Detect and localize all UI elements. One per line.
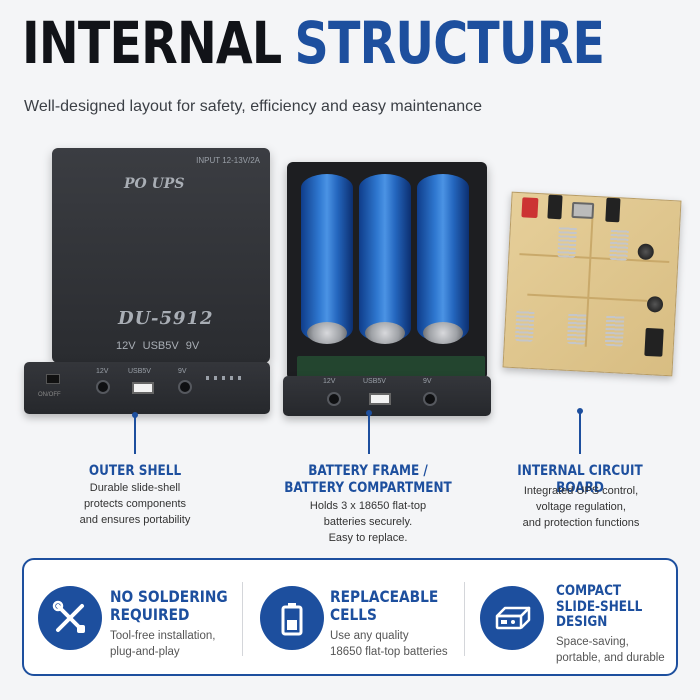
desc-line: plug-and-play	[110, 646, 180, 659]
desc-line: Use any quality	[330, 630, 409, 642]
heading-line: BATTERY COMPARTMENT	[284, 479, 452, 496]
dc-port-12v	[327, 392, 341, 406]
battery-cell	[417, 174, 469, 344]
title-part-1: INTERNAL	[22, 9, 282, 77]
desc-line: Durable slide-shell	[89, 482, 181, 494]
frame-circuit-strip	[297, 356, 485, 378]
feature-title: NO SOLDERING REQUIRED	[110, 588, 228, 624]
led-indicators	[206, 376, 246, 380]
title-line: NO SOLDERING	[110, 587, 228, 606]
feature-desc: Tool-free installation, plug-and-play	[110, 628, 215, 660]
callout-dot-frame	[366, 410, 372, 416]
port-9v-label: 9V	[178, 368, 187, 375]
battery-spring	[566, 311, 587, 345]
port-usb-label: USB5V	[363, 378, 386, 385]
battery-frame-image: 12V USB5V 9V	[283, 162, 491, 416]
circuit-board-heading: INTERNAL CIRCUIT BOARD	[517, 463, 643, 496]
switch-component	[521, 197, 539, 219]
board-trace	[584, 216, 594, 347]
callout-line-shell	[134, 414, 136, 454]
battery-spring	[604, 313, 625, 347]
feature-desc: Space-saving, portable, and durable	[556, 634, 665, 666]
callout-dot-shell	[132, 412, 138, 418]
capacitor	[646, 295, 664, 313]
feature-title: COMPACT SLIDE-SHELL DESIGN	[556, 583, 643, 631]
callout-dot-board	[577, 408, 583, 414]
battery-cell	[301, 174, 353, 344]
cell-terminal	[423, 322, 463, 344]
port-12v-label: 12V	[323, 378, 336, 385]
port-12v-label: 12V	[96, 368, 109, 375]
outer-shell-desc: Durable slide-shell protects components …	[50, 481, 220, 529]
brand-label: PO UPS	[124, 176, 185, 192]
desc-line: portable, and durable	[556, 652, 665, 665]
title-line: REQUIRED	[110, 604, 190, 624]
feature-divider	[242, 582, 243, 656]
cell-terminal	[365, 322, 405, 344]
desc-line: Holds 3 x 18650 flat-top	[309, 500, 427, 512]
desc-line: and ensures portability	[79, 513, 191, 526]
dc-jack-component	[547, 194, 563, 220]
feature-desc: Use any quality 18650 flat-top batteries	[330, 628, 448, 660]
desc-line: voltage regulation,	[536, 500, 626, 513]
battery-icon	[260, 586, 324, 650]
feature-title: REPLACEABLE CELLS	[330, 588, 438, 624]
title-line: COMPACT	[556, 583, 622, 599]
feature-divider	[464, 582, 465, 656]
dc-port-9v	[178, 380, 192, 394]
title-part-2: STRUCTURE	[294, 9, 605, 77]
tools-icon	[38, 586, 102, 650]
input-rating-label: INPUT 12-13V/2A	[196, 156, 260, 165]
battery-spring	[609, 227, 629, 261]
desc-line: protects components	[83, 497, 187, 510]
model-label: DU-5912	[118, 308, 214, 329]
switch-label: ON/OFF	[38, 392, 61, 398]
desc-line: Easy to replace.	[328, 531, 408, 544]
battery-frame-desc: Holds 3 x 18650 flat-top batteries secur…	[283, 499, 453, 547]
port-9v-label: 9V	[423, 378, 432, 385]
device-icon	[480, 586, 544, 650]
title-line: CELLS	[330, 604, 377, 624]
heading-line: BATTERY FRAME /	[308, 463, 428, 479]
desc-line: and protection functions	[522, 516, 640, 529]
title-line: DESIGN	[556, 614, 608, 631]
power-switch	[46, 374, 60, 384]
desc-line: 18650 flat-top batteries	[330, 646, 448, 659]
usb-port	[132, 382, 154, 394]
circuit-board-desc: Integrated UPS control, voltage regulati…	[496, 484, 666, 532]
battery-cell	[359, 174, 411, 344]
cell-terminal	[307, 322, 347, 344]
dc-port-12v	[96, 380, 110, 394]
desc-line: Tool-free installation,	[110, 630, 216, 642]
callout-line-frame	[368, 412, 370, 454]
port-usb-label: USB5V	[128, 368, 151, 375]
desc-line: Integrated UPS control,	[523, 485, 639, 497]
port-row-label: 12V USB5V 9V	[116, 340, 200, 352]
shell-body: INPUT 12-13V/2A PO UPS DU-5912 12V USB5V…	[52, 148, 270, 363]
battery-frame-heading: BATTERY FRAME / BATTERY COMPARTMENT	[282, 463, 454, 497]
usb-component	[571, 201, 595, 219]
title-line: REPLACEABLE	[330, 587, 439, 606]
desc-line: batteries securely.	[323, 515, 413, 528]
page-subtitle: Well-designed layout for safety, efficie…	[24, 98, 483, 115]
dc-port-9v	[423, 392, 437, 406]
capacitor	[637, 243, 655, 261]
shell-port-panel: ON/OFF 12V USB5V 9V	[24, 362, 270, 414]
callout-line-board	[579, 410, 581, 454]
outer-shell-image: INPUT 12-13V/2A PO UPS DU-5912 12V USB5V…	[24, 148, 270, 414]
dc-jack-component	[644, 327, 664, 357]
frame-port-panel: 12V USB5V 9V	[283, 376, 491, 416]
outer-shell-heading: OUTER SHELL	[88, 463, 182, 479]
dc-jack-component	[605, 197, 621, 223]
features-panel: NO SOLDERING REQUIRED Tool-free installa…	[22, 558, 678, 676]
title-line: SLIDE-SHELL	[556, 598, 643, 615]
battery-spring	[557, 225, 578, 259]
circuit-board-image	[502, 191, 682, 377]
usb-port	[369, 393, 391, 405]
battery-compartment	[287, 162, 487, 380]
battery-spring	[514, 309, 535, 342]
desc-line: Space-saving,	[556, 636, 629, 648]
